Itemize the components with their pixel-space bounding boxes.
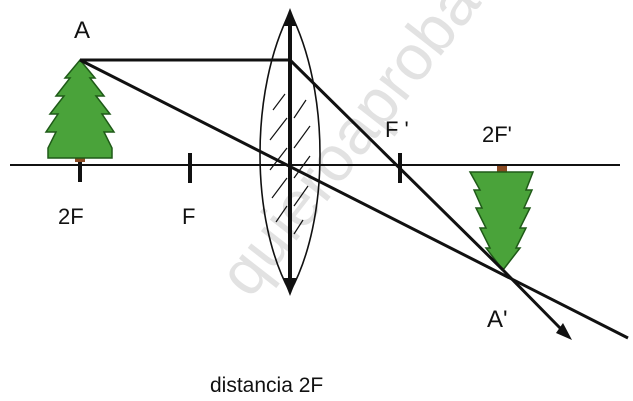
convex-lens-icon xyxy=(259,8,321,296)
refracted-ray xyxy=(288,58,505,272)
label-f-left: F xyxy=(182,204,195,229)
arrow-head xyxy=(556,323,572,340)
label-2f-left: 2F xyxy=(58,204,84,229)
label-f-right: F ' xyxy=(385,117,409,142)
inverted-tree-icon xyxy=(468,166,535,272)
image-trunk xyxy=(497,166,507,174)
label-2f-right: 2F' xyxy=(482,122,512,147)
watermark-text: quieroaprobar xyxy=(204,0,506,309)
label-image-point: A' xyxy=(487,306,508,333)
caption: distancia 2F xyxy=(210,374,323,397)
tree-foliage xyxy=(44,58,116,159)
image-foliage xyxy=(468,171,535,272)
label-object-point: A xyxy=(74,17,90,44)
tree-icon xyxy=(44,58,116,162)
extended-ray xyxy=(501,268,564,332)
central-ray xyxy=(79,58,629,340)
